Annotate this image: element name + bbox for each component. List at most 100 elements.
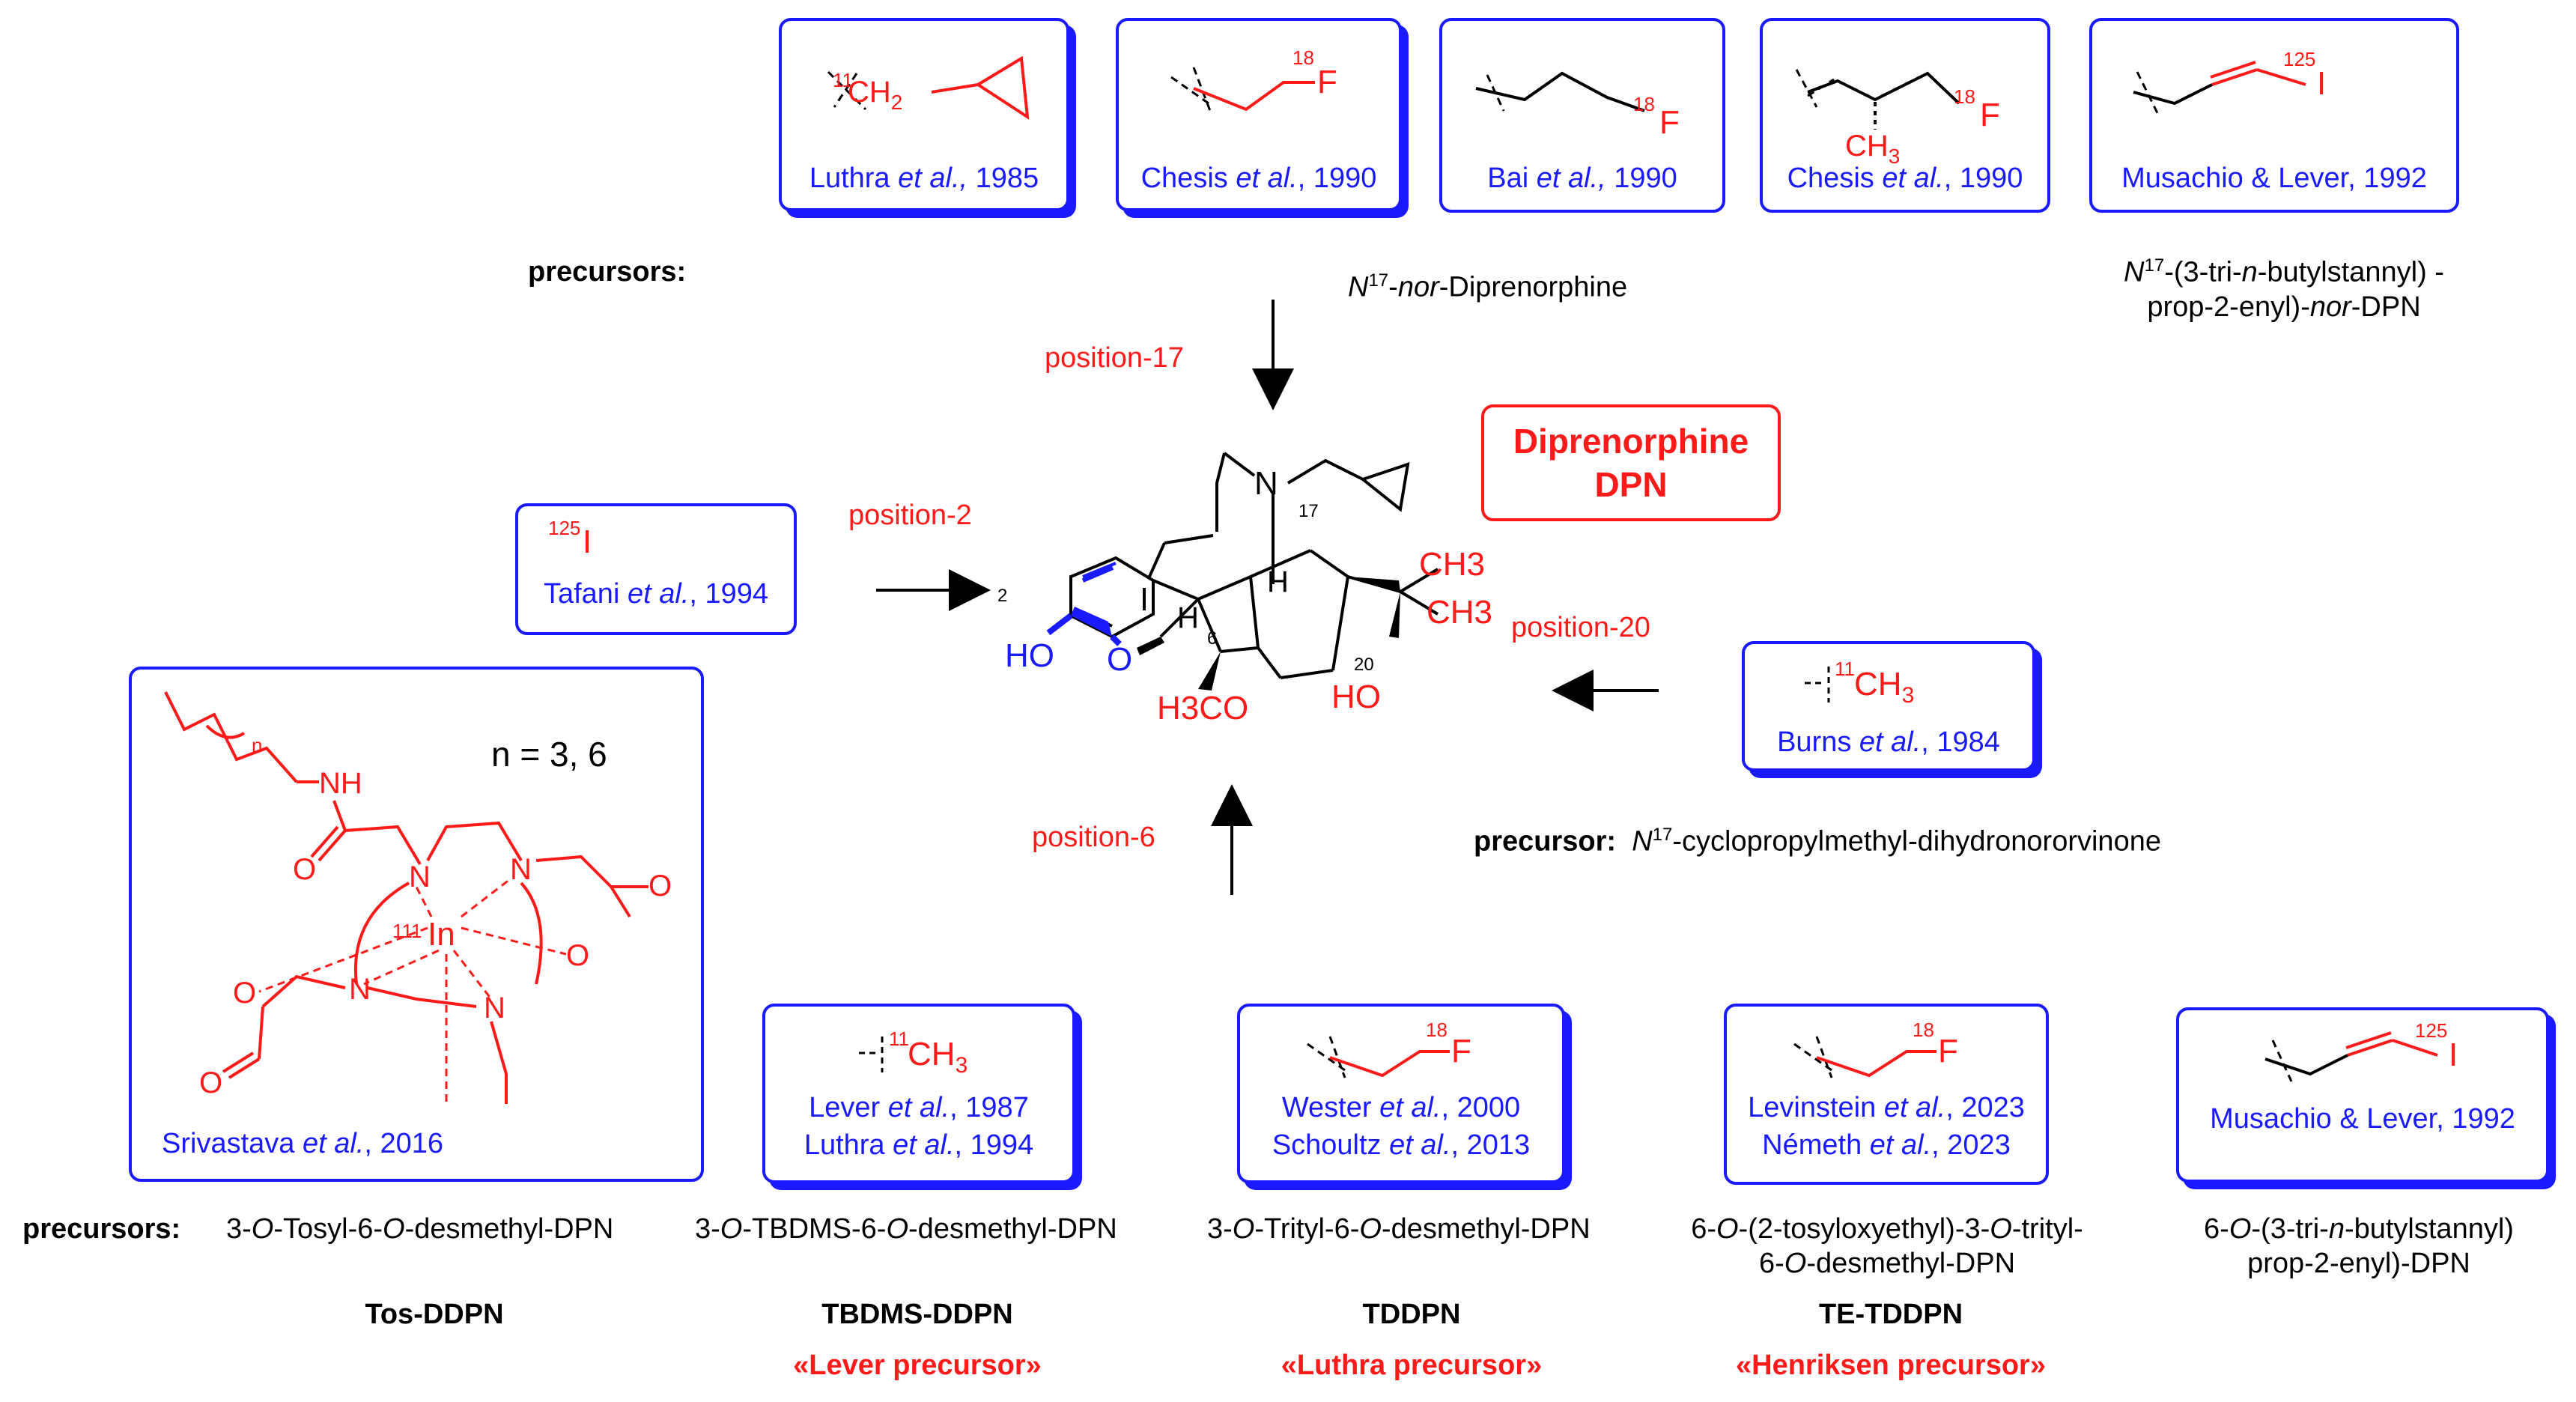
methyl-fluoropropyl-18f-structure: CH3 18 F xyxy=(1795,69,2000,168)
svg-text:11: 11 xyxy=(889,1028,909,1050)
svg-text:NH: NH xyxy=(319,767,362,800)
henriksen-precursor-nickname: «Henriksen precursor» xyxy=(1736,1350,2046,1381)
citation: Luthra et al., 1985 xyxy=(809,163,1039,194)
svg-text:F: F xyxy=(1938,1033,1958,1069)
fluoroethyl-18f-structure: 18 F xyxy=(1307,1019,1471,1078)
citation: Musachio & Lever, 1992 xyxy=(2121,163,2427,194)
cyclopropylmethyl-11c-structure: 11 CH2 xyxy=(827,55,1030,120)
svg-text:18: 18 xyxy=(1913,1019,1934,1041)
n-values: n = 3, 6 xyxy=(491,735,607,774)
svg-text:N: N xyxy=(349,973,371,1006)
svg-text:18: 18 xyxy=(1426,1019,1448,1041)
bottom-box-levinstein-2023: 18 F Levinstein et al., 2023 Németh et a… xyxy=(1724,1004,2049,1185)
position-17-label: position-17 xyxy=(1045,342,1184,374)
iodoallyl-125i-structure: 125 I xyxy=(2133,48,2326,115)
svg-text:H: H xyxy=(1267,565,1289,598)
fluoroethyl-18f-structure: 18 F xyxy=(1170,46,1337,112)
svg-text:125: 125 xyxy=(2283,48,2315,70)
svg-text:6: 6 xyxy=(1207,628,1217,649)
svg-text:CH3: CH3 xyxy=(1419,546,1485,583)
svg-text:HO: HO xyxy=(1005,637,1054,674)
precursor-te-tddpn: 6-O-(2-tosyloxyethyl)-3-O-trityl- 6-O-de… xyxy=(1691,1213,2083,1279)
methyl-11c-structure: 11 CH3 xyxy=(859,1028,967,1078)
svg-text:H: H xyxy=(1177,601,1199,634)
bottom-box-musachio-1992: 125 I Musachio & Lever, 1992 xyxy=(2176,1007,2549,1183)
position-6-label: position-6 xyxy=(1032,822,1155,853)
fluoroethyl-18f-structure: 18 F xyxy=(1793,1019,1958,1078)
top-box-bai-1990: 18 F Bai et al., 1990 xyxy=(1439,18,1725,213)
right-box-burns-1984: 11 CH3 Burns et al., 1984 xyxy=(1742,641,2035,771)
svg-text:N: N xyxy=(484,992,505,1025)
right-precursor: precursor: N17-cyclopropylmethyl-dihydro… xyxy=(1474,825,2161,858)
top-precursors-label: precursors: xyxy=(528,256,687,288)
stannyl-nor-dpn-precursor: N17-(3-tri-n-butylstannyl) - prop-2-enyl… xyxy=(2124,255,2444,323)
title-abbrev: DPN xyxy=(1594,465,1668,504)
top-box-chesis-1990-b: CH3 18 F Chesis et al., 1990 xyxy=(1760,18,2050,213)
svg-text:20: 20 xyxy=(1354,655,1374,675)
citation: Srivastava et al., 2016 xyxy=(162,1128,444,1159)
precursor-tos-ddpn: 3-O-Tosyl-6-O-desmethyl-DPN xyxy=(226,1213,614,1245)
top-box-chesis-1990-a: 18 F Chesis et al., 1990 xyxy=(1116,18,1402,211)
precursor-stannyl-dpn: 6-O-(3-tri-n-butylstannyl) prop-2-enyl)-… xyxy=(2204,1213,2514,1279)
svg-text:CH2: CH2 xyxy=(848,76,902,114)
svg-text:N: N xyxy=(1254,465,1278,502)
position-2-label: position-2 xyxy=(848,500,972,531)
citation: Lever et al., 1987 xyxy=(809,1092,1029,1123)
citation: Musachio & Lever, 1992 xyxy=(2210,1103,2515,1135)
abbrev-tbdms-ddpn: TBDMS-DDPN xyxy=(821,1299,1013,1330)
svg-text:I: I xyxy=(2317,65,2326,102)
svg-text:O: O xyxy=(648,870,672,902)
nor-dpn-precursor: N17-nor-Diprenorphine xyxy=(1348,270,1628,303)
svg-text:F: F xyxy=(1659,104,1680,141)
citation: Németh et al., 2023 xyxy=(1762,1129,2011,1161)
svg-text:CH3: CH3 xyxy=(1427,594,1492,631)
svg-text:CH3: CH3 xyxy=(1854,666,1914,708)
svg-text:O: O xyxy=(199,1066,222,1099)
precursor-tddpn: 3-O-Trityl-6-O-desmethyl-DPN xyxy=(1207,1213,1591,1245)
svg-text:F: F xyxy=(1980,97,2000,133)
svg-text:I: I xyxy=(583,524,592,560)
svg-text:11: 11 xyxy=(1835,658,1855,680)
fluorobutyl-18f-structure: 18 F xyxy=(1475,71,1680,141)
bottom-box-lever-1987: 11 CH3 Lever et al., 1987 Luthra et al.,… xyxy=(762,1004,1075,1183)
methyl-11c-structure: 11 CH3 xyxy=(1805,658,1914,708)
citation: Chesis et al., 1990 xyxy=(1787,163,2023,194)
svg-text:O: O xyxy=(566,939,589,972)
svg-text:F: F xyxy=(1451,1033,1471,1069)
svg-text:17: 17 xyxy=(1298,501,1319,521)
indium-chelate-box: n NH O N N O O 111 In N N O O xyxy=(129,667,704,1182)
citation: Wester et al., 2000 xyxy=(1281,1092,1521,1123)
top-box-musachio-1992: 125 I Musachio & Lever, 1992 xyxy=(2089,18,2459,213)
svg-text:HO: HO xyxy=(1331,679,1381,715)
svg-text:O: O xyxy=(1107,641,1132,678)
top-box-luthra-1985: 11 CH2 Luthra et al., 1985 xyxy=(779,18,1069,211)
citation: Burns et al., 1984 xyxy=(1777,726,2000,758)
citation: Luthra et al., 1994 xyxy=(804,1129,1034,1161)
citation: Tafani et al., 1994 xyxy=(543,578,768,610)
bottom-precursors-label: precursors: xyxy=(22,1213,181,1245)
svg-text:N: N xyxy=(409,861,431,893)
diprenorphine-structure: N 17 2 HO O H H 6 H3CO 20 CH3 CH3 HO xyxy=(997,452,1492,726)
iodine-125-label: 125 I xyxy=(548,517,592,560)
svg-text:CH3: CH3 xyxy=(908,1036,967,1078)
bottom-box-wester-2000: 18 F Wester et al., 2000 Schoultz et al.… xyxy=(1237,1004,1565,1183)
lever-precursor-nickname: «Lever precursor» xyxy=(793,1350,1042,1381)
citation: Levinstein et al., 2023 xyxy=(1748,1092,2025,1123)
precursor-tbdms-ddpn: 3-O-TBDMS-6-O-desmethyl-DPN xyxy=(695,1213,1117,1245)
citation: Chesis et al., 1990 xyxy=(1140,163,1377,194)
abbrev-tos-ddpn: Tos-DDPN xyxy=(365,1299,504,1330)
indium-111-chelate-structure: n NH O N N O O 111 In N N O O xyxy=(164,691,672,1104)
position-20-label: position-20 xyxy=(1511,612,1650,643)
svg-text:18: 18 xyxy=(1633,93,1655,115)
luthra-precursor-nickname: «Luthra precursor» xyxy=(1281,1350,1543,1381)
svg-text:n: n xyxy=(252,734,262,756)
svg-text:2: 2 xyxy=(997,586,1007,606)
svg-text:O: O xyxy=(293,853,316,886)
svg-text:O: O xyxy=(233,977,256,1010)
svg-text:H3CO: H3CO xyxy=(1157,690,1248,726)
left-box-tafani-1994: 125 I Tafani et al., 1994 xyxy=(515,503,797,635)
iodoallyl-125i-structure: 125 I xyxy=(2264,1019,2458,1082)
svg-text:In: In xyxy=(428,916,455,953)
citation: Schoultz et al., 2013 xyxy=(1272,1129,1531,1161)
